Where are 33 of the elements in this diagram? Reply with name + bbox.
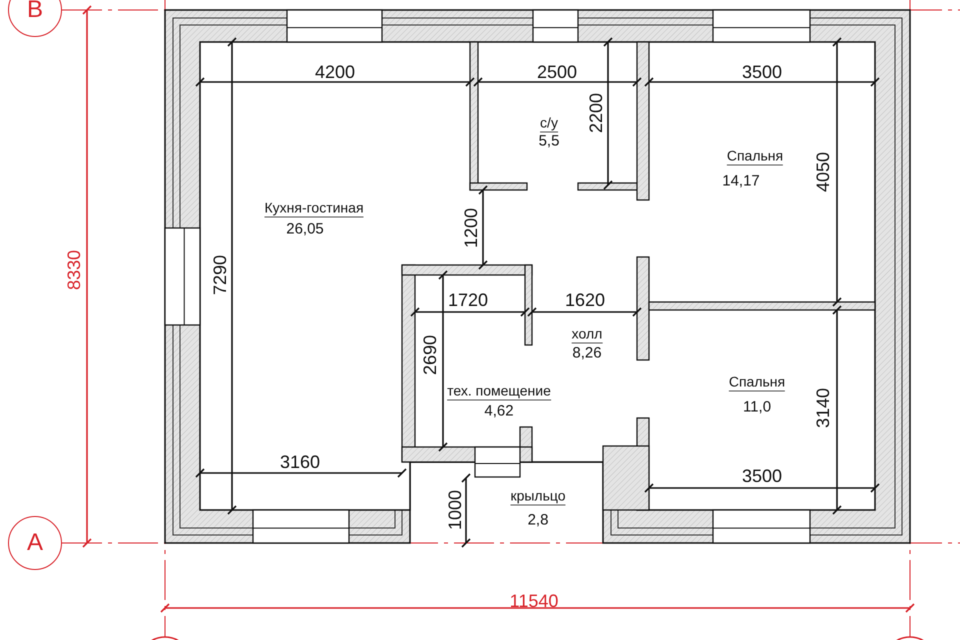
room-name: тех. помещение bbox=[447, 384, 551, 400]
room-area: 11,0 bbox=[742, 400, 772, 414]
axis-letter: А bbox=[26, 529, 43, 557]
room-name: Спальня bbox=[726, 148, 784, 166]
dimension-label: 11540 bbox=[510, 592, 558, 610]
room-name: Спальня bbox=[728, 374, 786, 392]
dimension-label: 8330 bbox=[65, 250, 83, 290]
dimension-label: 4050 bbox=[814, 152, 832, 192]
room-name: Кухня-гостиная bbox=[264, 200, 364, 218]
room-area: 14,17 bbox=[722, 174, 760, 188]
room-area: 4,62 bbox=[484, 404, 514, 418]
axis-bubble bbox=[8, 516, 62, 570]
room-name: холл bbox=[572, 326, 602, 344]
dimension-label: 2500 bbox=[536, 63, 578, 81]
dimension-label: 2690 bbox=[421, 334, 439, 376]
dimension-label: 1620 bbox=[564, 291, 606, 309]
axis-letter: В bbox=[26, 0, 43, 24]
dimension-label: 7290 bbox=[211, 254, 229, 296]
room-name: с/у bbox=[540, 116, 558, 132]
dimension-label: 1000 bbox=[446, 490, 464, 530]
dimension-label: 1720 bbox=[448, 291, 488, 309]
dimension-label: 3500 bbox=[742, 63, 782, 81]
room-area: 8,26 bbox=[572, 346, 602, 360]
room-area: 26,05 bbox=[286, 222, 324, 236]
dimension-label: 2200 bbox=[587, 92, 605, 134]
room-area: 2,8 bbox=[528, 512, 548, 528]
room-name: крыльцо bbox=[510, 488, 566, 506]
dimension-label: 3500 bbox=[742, 467, 782, 485]
room-area: 5,5 bbox=[538, 134, 560, 148]
dimension-label: 3140 bbox=[814, 388, 832, 428]
dimension-label: 4200 bbox=[314, 63, 356, 81]
dimension-label: 1200 bbox=[462, 208, 480, 248]
dimension-label: 3160 bbox=[280, 453, 320, 471]
